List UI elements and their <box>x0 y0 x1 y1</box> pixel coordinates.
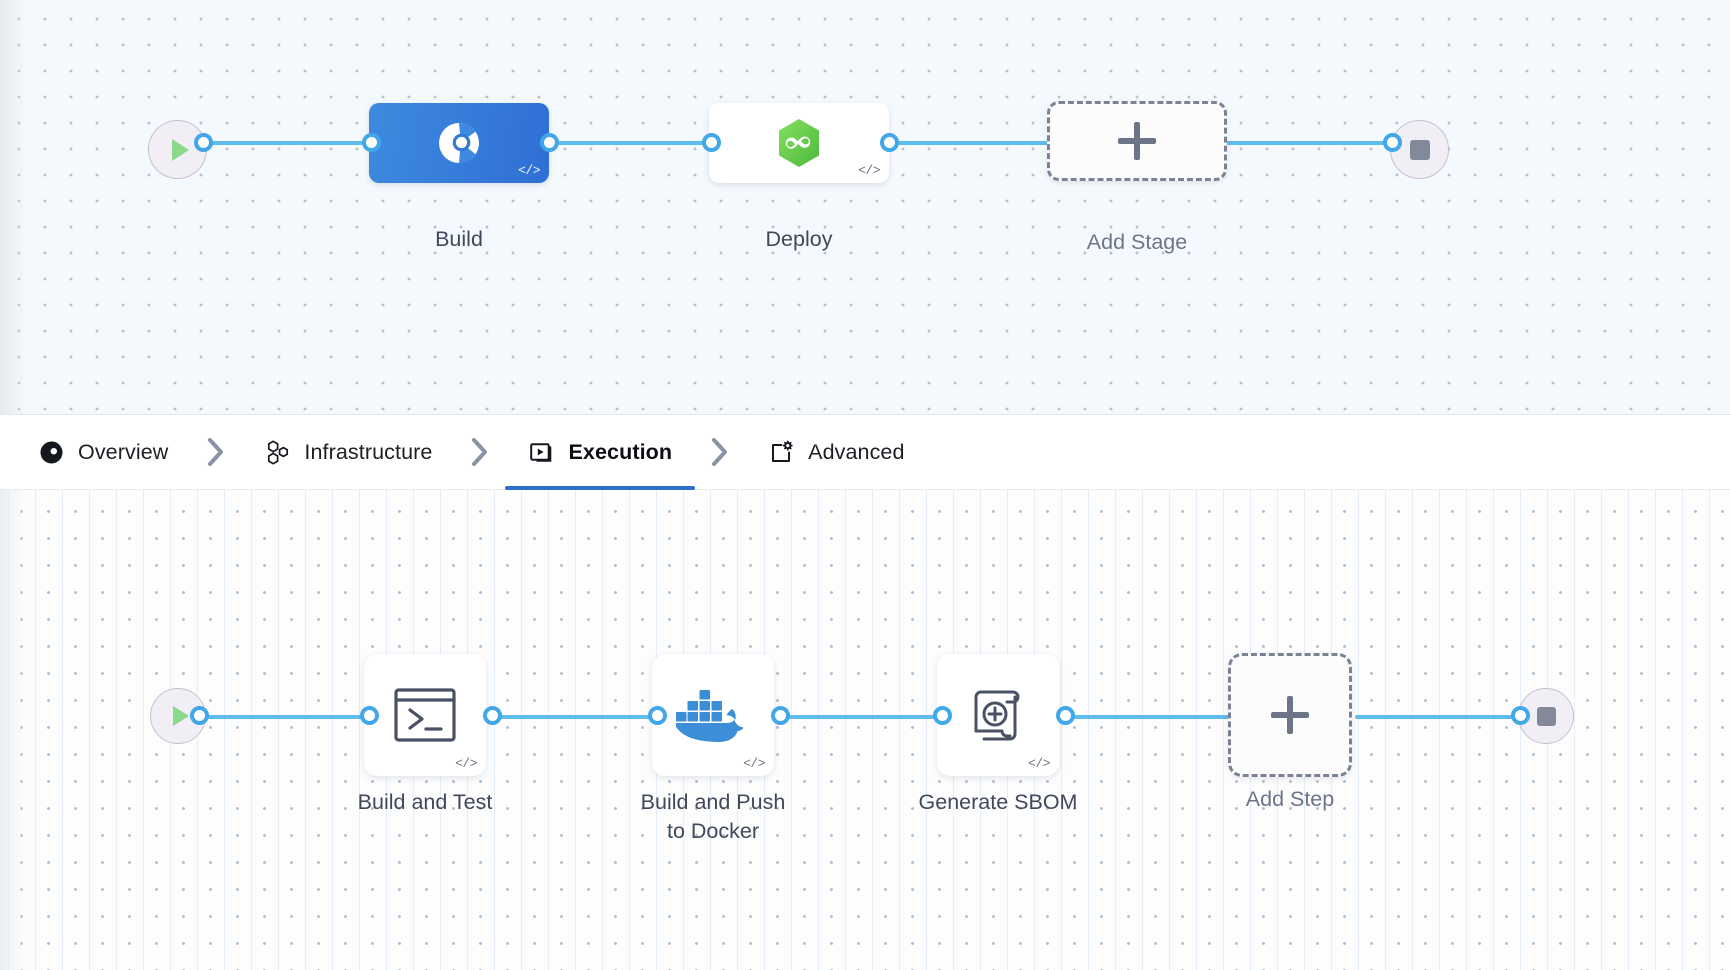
port-step1-in[interactable] <box>360 706 379 725</box>
edge-start-to-build <box>205 141 375 145</box>
code-badge-icon: </> <box>1028 756 1050 771</box>
tab-execution[interactable]: Execution <box>505 415 695 490</box>
stage-node-deploy[interactable]: </> <box>709 103 889 183</box>
edge-start-to-step1 <box>200 715 370 719</box>
tab-advanced-label: Advanced <box>808 439 905 464</box>
port-step-start-out[interactable] <box>190 706 209 725</box>
step-card-build-and-push-to-docker[interactable]: </> <box>652 654 774 776</box>
step-label-build-and-test: Build and Test <box>357 790 493 814</box>
port-start-out[interactable] <box>194 133 213 152</box>
stop-icon <box>1536 706 1556 726</box>
port-build-out[interactable] <box>540 133 559 152</box>
step-card-build-and-test[interactable]: </> <box>364 654 486 776</box>
add-step-button[interactable] <box>1228 653 1352 777</box>
stage-start-circle[interactable] <box>148 120 207 179</box>
add-stage-node[interactable] <box>1047 101 1227 181</box>
port-step3-out[interactable] <box>1056 706 1075 725</box>
plus-icon <box>1118 122 1156 160</box>
edge-add-to-end <box>1355 715 1525 719</box>
step-node-build-and-test[interactable]: </> <box>364 654 486 776</box>
step-node-generate-sbom[interactable]: </> <box>937 654 1059 776</box>
tab-overview[interactable]: Overview <box>34 415 172 490</box>
stage-label-deploy: Deploy <box>765 227 833 251</box>
stage-end-circle[interactable] <box>1390 120 1449 179</box>
stage-card-deploy[interactable]: </> <box>709 103 889 183</box>
play-icon <box>172 706 189 726</box>
port-step-end-in[interactable] <box>1511 706 1530 725</box>
stage-node-build[interactable]: </> <box>369 103 549 183</box>
harness-ci-icon <box>439 123 479 163</box>
port-deploy-out[interactable] <box>880 133 899 152</box>
harness-cd-infinity-icon <box>779 119 819 167</box>
chevron-right-icon <box>172 415 260 490</box>
edge-step3-to-add <box>1063 715 1233 719</box>
plus-icon <box>1271 696 1309 734</box>
advanced-gear-icon <box>768 439 795 466</box>
code-badge-icon: </> <box>858 163 880 178</box>
edge-add-to-end <box>1222 141 1412 145</box>
chevron-right-icon <box>436 415 524 490</box>
execution-play-icon <box>528 439 555 466</box>
add-step-node[interactable] <box>1228 653 1352 777</box>
code-badge-icon: </> <box>518 163 540 178</box>
stage-graph-canvas[interactable]: </> Build </> <box>0 0 1730 415</box>
play-icon <box>171 138 189 161</box>
stage-end-node[interactable] <box>1390 120 1449 179</box>
step-label-build-and-push-to-docker: Build and Push to Docker <box>640 790 786 843</box>
port-deploy-in[interactable] <box>702 133 721 152</box>
edge-step1-to-step2 <box>490 715 670 719</box>
sbom-scroll-icon <box>974 690 1020 741</box>
step-node-build-and-push-to-docker[interactable]: </> <box>652 654 774 776</box>
port-step2-in[interactable] <box>648 706 667 725</box>
port-end-in[interactable] <box>1383 133 1402 152</box>
edge-deploy-to-add <box>880 141 1070 145</box>
hexagon-cluster-icon <box>264 439 291 466</box>
stop-icon <box>1409 139 1430 160</box>
code-badge-icon: </> <box>743 756 765 771</box>
port-step1-out[interactable] <box>483 706 502 725</box>
stage-label-build: Build <box>435 227 483 251</box>
add-stage-label: Add Stage <box>1086 230 1188 254</box>
port-step2-out[interactable] <box>771 706 790 725</box>
tab-advanced[interactable]: Advanced <box>764 415 908 490</box>
stage-start-node[interactable] <box>148 120 207 179</box>
stage-card-build[interactable]: </> <box>369 103 549 183</box>
edge-step2-to-step3 <box>778 715 953 719</box>
step-card-generate-sbom[interactable]: </> <box>937 654 1059 776</box>
terminal-icon <box>394 688 456 742</box>
step-label-generate-sbom: Generate SBOM <box>918 790 1078 814</box>
add-stage-button[interactable] <box>1047 101 1227 181</box>
docker-whale-icon <box>676 690 744 742</box>
tab-overview-label: Overview <box>78 439 169 464</box>
tab-infrastructure-label: Infrastructure <box>304 439 433 464</box>
chevron-right-icon <box>676 415 764 490</box>
edge-build-to-deploy <box>540 141 720 145</box>
step-graph-canvas[interactable]: </> Build and Test <box>0 490 1730 970</box>
tab-execution-label: Execution <box>568 439 673 464</box>
port-step3-in[interactable] <box>933 706 952 725</box>
tab-infrastructure[interactable]: Infrastructure <box>260 415 436 490</box>
overview-pie-icon <box>38 439 65 466</box>
port-build-in[interactable] <box>362 133 381 152</box>
code-badge-icon: </> <box>455 756 477 771</box>
stage-config-tabs[interactable]: Overview Infrastructure <box>0 415 1730 490</box>
add-step-label: Add Step <box>1245 787 1335 811</box>
